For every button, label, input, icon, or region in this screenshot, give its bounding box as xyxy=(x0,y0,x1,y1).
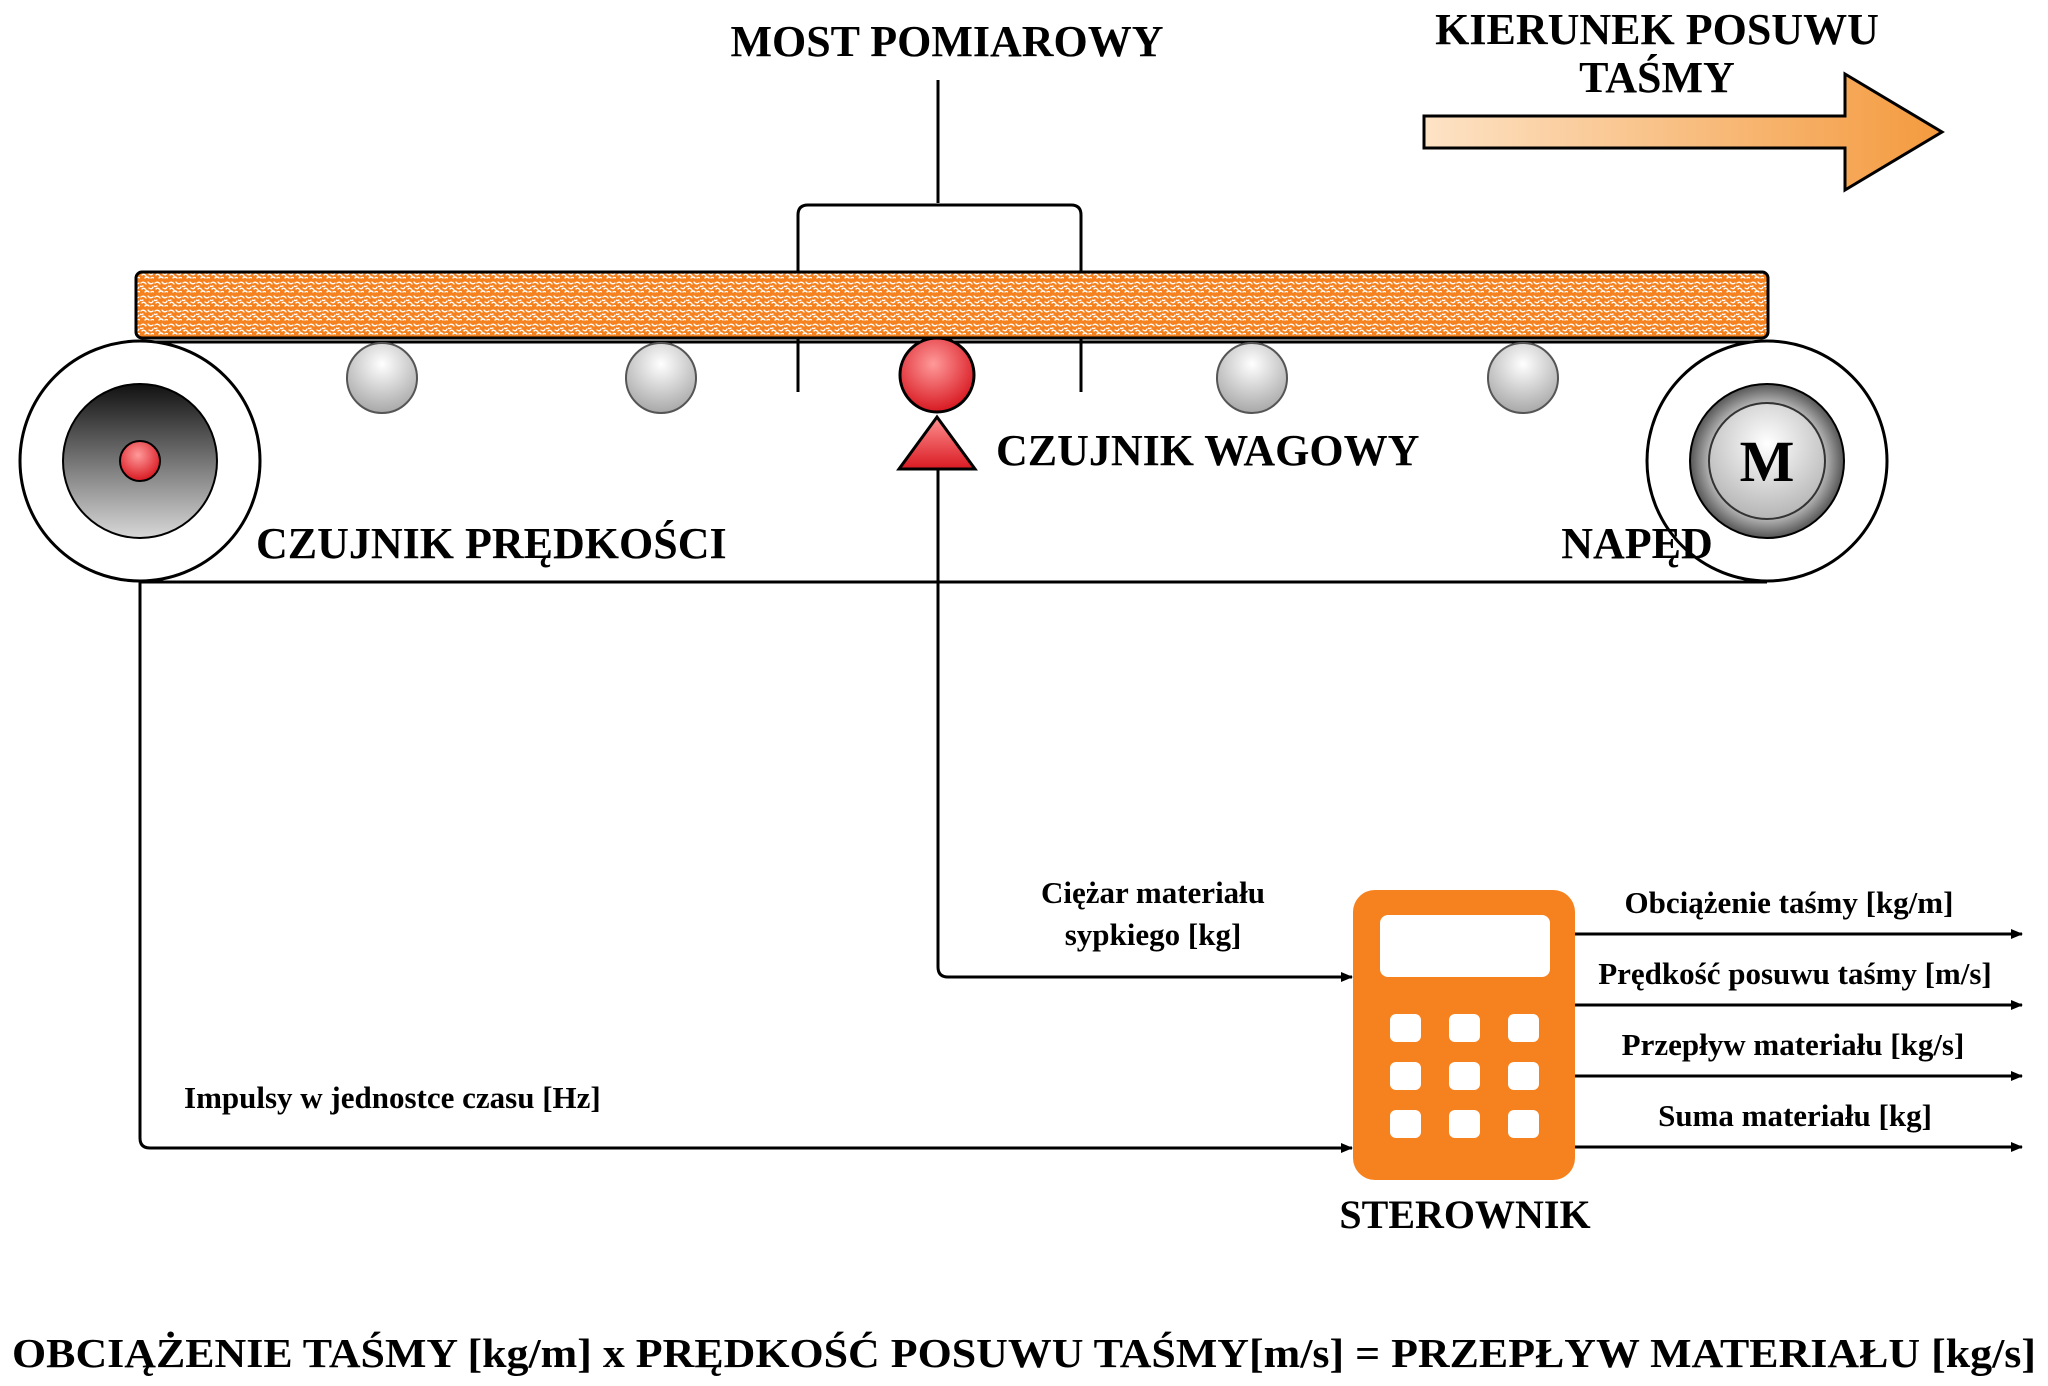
idler-roller-3 xyxy=(1216,342,1288,414)
speed-sensor-pulley xyxy=(18,339,262,583)
weight-signal-label-line2: sypkiego [kg] xyxy=(1065,917,1242,952)
idler-roller-1 xyxy=(346,342,418,414)
output-arrows xyxy=(1575,929,2023,1152)
weight-sensor-label: CZUJNIK WAGOWY xyxy=(996,426,1419,475)
direction-label-line2: TAŚMY xyxy=(1579,53,1735,102)
idler-roller-2 xyxy=(625,342,697,414)
load-cell-icon xyxy=(896,414,978,471)
speed-sensor-label: CZUJNIK PRĘDKOŚCI xyxy=(256,519,727,568)
calculator-icon xyxy=(1353,890,1575,1180)
weight-signal-line xyxy=(936,469,1353,982)
output-total-label: Suma materiału [kg] xyxy=(1658,1098,1932,1133)
direction-arrow xyxy=(1422,71,1945,193)
formula-text: OBCIĄŻENIE TAŚMY [kg/m] x PRĘDKOŚĆ POSUW… xyxy=(12,1330,2036,1376)
idler-roller-4 xyxy=(1487,342,1559,414)
speed-signal-line xyxy=(138,581,1353,1153)
direction-label-line1: KIERUNEK POSUWU xyxy=(1435,5,1879,54)
drive-pulley: M xyxy=(1645,339,1889,583)
controller-label: STEROWNIK xyxy=(1339,1192,1590,1237)
motor-icon xyxy=(1708,402,1826,520)
speed-sensor-icon xyxy=(119,440,161,482)
output-flow-label: Przepływ materiału [kg/s] xyxy=(1622,1027,1965,1062)
output-load-label: Obciążenie taśmy [kg/m] xyxy=(1625,885,1954,920)
motor-letter: M xyxy=(1740,429,1795,494)
speed-signal-label: Impulsy w jednostce czasu [Hz] xyxy=(184,1080,601,1115)
bridge-label: MOST POMIAROWY xyxy=(730,17,1163,66)
output-speed-label: Prędkość posuwu taśmy [m/s] xyxy=(1598,956,1992,991)
drive-label: NAPĘD xyxy=(1561,519,1713,568)
weight-signal-label-line1: Ciężar materiału xyxy=(1041,875,1265,910)
weigh-roller xyxy=(898,336,976,414)
bridge-bracket xyxy=(796,80,1083,392)
bulk-material xyxy=(134,270,1770,340)
